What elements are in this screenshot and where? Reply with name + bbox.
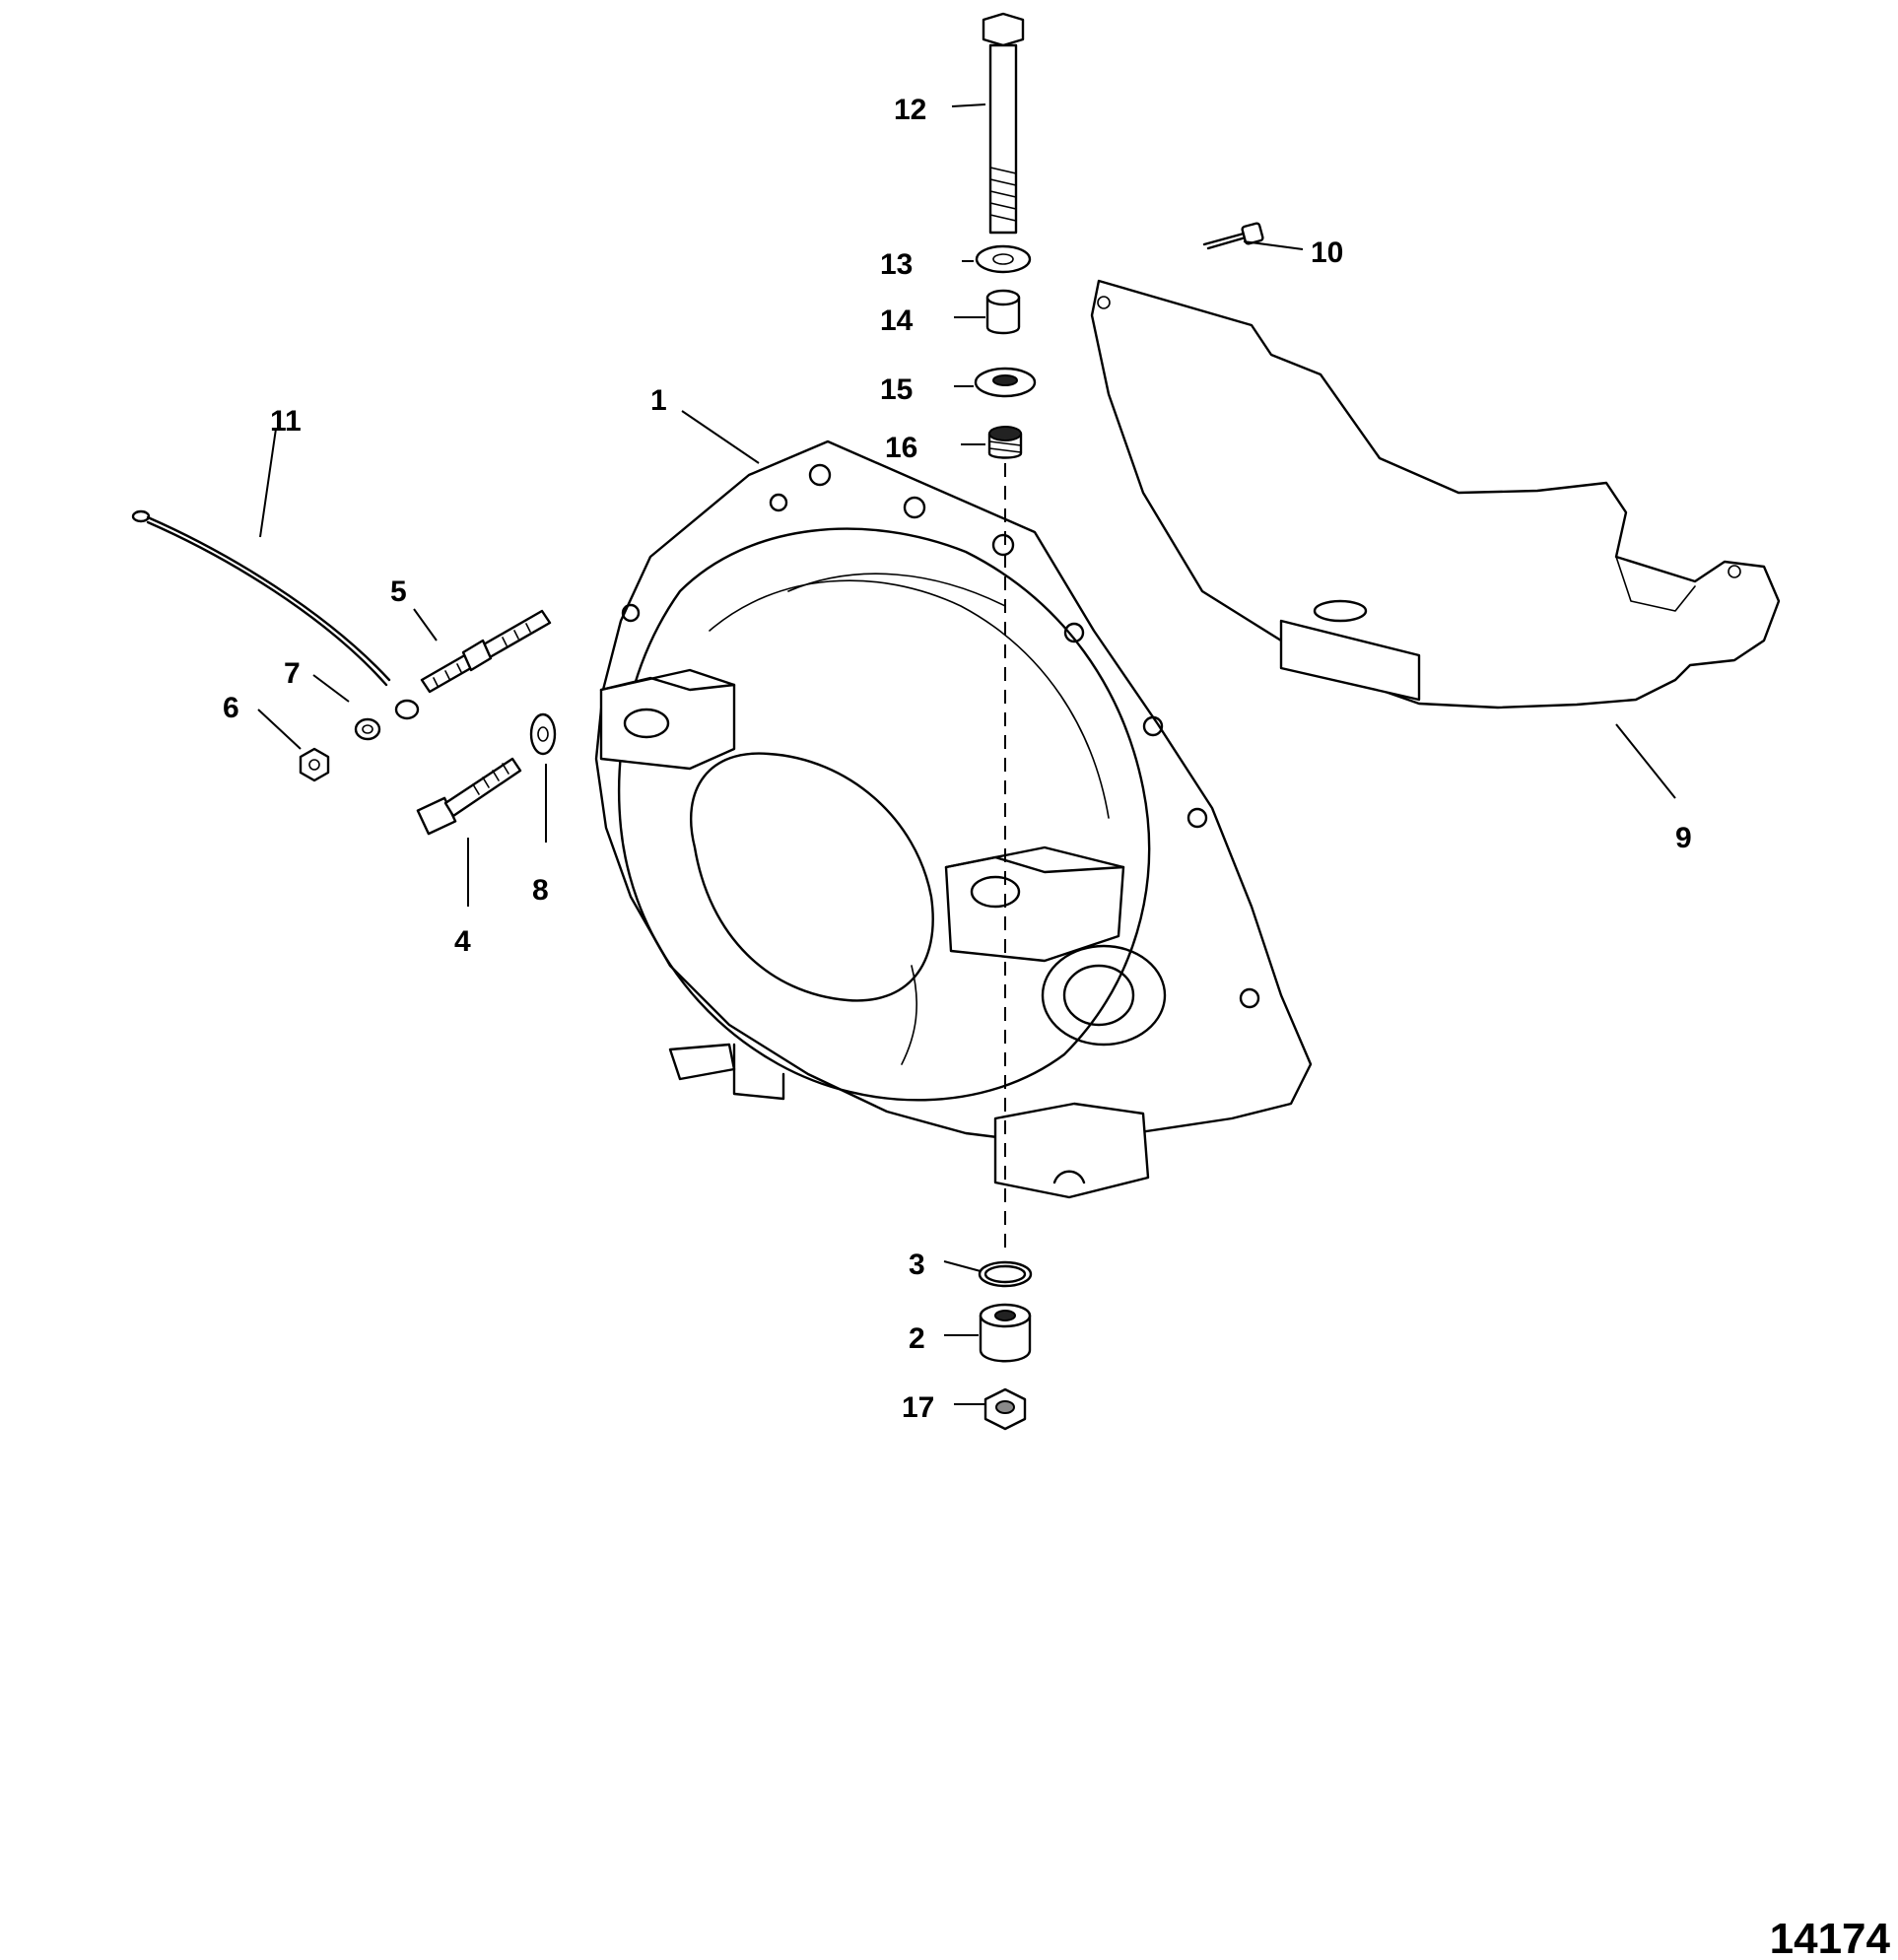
callout-labels: 1 12 13 14 15 16 10 9 11 5 7 6 4 8 3 2 1… [223, 94, 1891, 1960]
part-screw-10 [1202, 222, 1264, 250]
part-nut-6 [299, 747, 330, 782]
part-ground-wire [131, 509, 420, 720]
part-mount-bolt [982, 12, 1025, 235]
callout-2: 2 [909, 1322, 925, 1355]
callout-12: 12 [894, 94, 926, 126]
callout-7: 7 [284, 657, 301, 690]
leader-lines [257, 103, 1676, 1405]
part-snap-ring [978, 1260, 1033, 1288]
callout-1: 1 [650, 384, 667, 417]
callout-3: 3 [909, 1249, 925, 1281]
callout-15: 15 [880, 373, 913, 406]
part-lock-washer [354, 717, 381, 741]
part-flywheel-housing [594, 439, 1313, 1199]
callout-10: 10 [1311, 237, 1343, 269]
callout-11: 11 [270, 405, 302, 438]
part-rubber-mount [979, 1303, 1032, 1363]
callout-13: 13 [880, 248, 913, 281]
part-bolt-4 [416, 757, 522, 836]
part-locknut [983, 1387, 1027, 1431]
callout-6: 6 [223, 692, 239, 724]
part-washer-8 [529, 712, 557, 756]
callout-16: 16 [885, 432, 917, 464]
part-flat-washer [975, 244, 1032, 274]
callout-5: 5 [390, 575, 407, 608]
callout-9: 9 [1675, 822, 1692, 854]
part-spacer [985, 289, 1021, 335]
figure-number: 14174 [1770, 1915, 1891, 1960]
callout-14: 14 [880, 304, 914, 337]
part-flywheel-cover [1090, 279, 1781, 710]
callout-8: 8 [532, 874, 549, 907]
part-mount-washer [974, 367, 1037, 398]
callout-4: 4 [454, 925, 471, 958]
part-threaded-insert [987, 426, 1023, 459]
part-stud [420, 609, 552, 694]
callout-17: 17 [902, 1391, 934, 1424]
